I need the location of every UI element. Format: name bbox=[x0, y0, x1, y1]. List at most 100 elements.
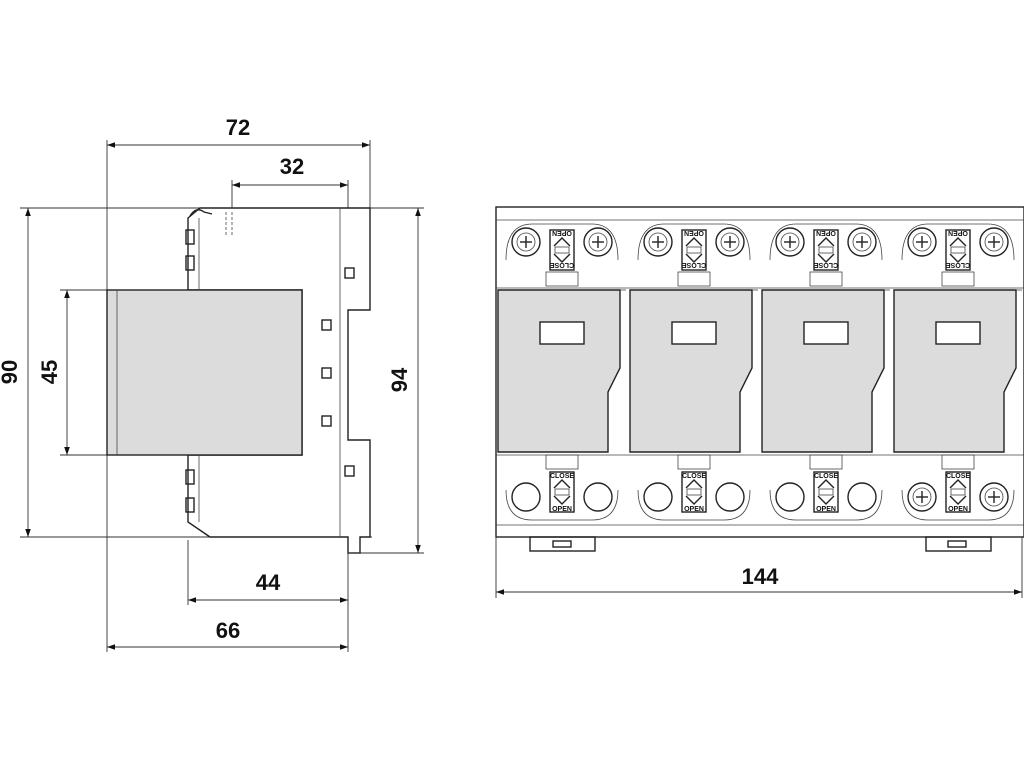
din-clip-left bbox=[529, 536, 596, 552]
module-2-lever-top-arrow-down bbox=[685, 253, 703, 263]
module-2-hole-bottom-right bbox=[715, 482, 745, 512]
module-4-lever-top-bar bbox=[950, 246, 966, 254]
module-3-lever-bottom-mount bbox=[809, 454, 843, 470]
module-2-lever-top-bar bbox=[686, 246, 702, 254]
module-3-lever-bottom-label-open: CLOSE bbox=[814, 473, 838, 480]
module-3-lever-bottom-bar bbox=[818, 488, 834, 496]
module-1-screw-top-left-inner bbox=[516, 232, 536, 252]
module-4-lever-top-label-close: CLOSE bbox=[946, 261, 970, 268]
module-2-cartridge bbox=[629, 289, 753, 453]
dim-text-32: 32 bbox=[280, 154, 304, 179]
module-3-screw-top-right bbox=[847, 227, 877, 257]
module-4-top-arch bbox=[901, 223, 1015, 261]
side-window-2 bbox=[321, 319, 332, 331]
din-clip-right bbox=[925, 536, 992, 552]
module-4-screw-top-right bbox=[979, 227, 1009, 257]
module-4-bottom-arch bbox=[901, 489, 1015, 521]
front-view: OPEN CLOSE CLOSE OPEN OPEN CLOSE CLOSE OPEN OPEN… bbox=[495, 206, 1024, 598]
module-3-lever-top bbox=[813, 229, 839, 271]
module-3-bottom-arch bbox=[769, 489, 883, 521]
module-4-screw-bottom-left-inner bbox=[912, 487, 932, 507]
module-4-indicator-window bbox=[935, 321, 981, 345]
module-2-screw-top-left bbox=[643, 227, 673, 257]
module-3-lever-top-label-open: OPEN bbox=[816, 229, 836, 236]
module-4-screw-top-right-inner bbox=[984, 232, 1004, 252]
module-4-lever-top-arrow-down bbox=[949, 253, 967, 263]
module-1-top-arch bbox=[505, 223, 619, 261]
side-terminal-bottom-1 bbox=[185, 469, 195, 485]
module-4-lever-bottom-label-open: CLOSE bbox=[946, 473, 970, 480]
side-terminal-top-1 bbox=[185, 229, 195, 245]
module-3-screw-top-right-inner bbox=[852, 232, 872, 252]
module-1-lever-top-bar bbox=[554, 246, 570, 254]
module-1-lever-top-mount bbox=[545, 271, 579, 287]
module-4-cartridge bbox=[893, 289, 1017, 453]
dim-text-45: 45 bbox=[37, 360, 62, 384]
module-4-lever-top bbox=[945, 229, 971, 271]
module-2-lever-top bbox=[681, 229, 707, 271]
side-terminal-bottom-2 bbox=[185, 497, 195, 513]
module-2-lever-top-arrow-up bbox=[685, 237, 703, 247]
module-4-lever-bottom-arrow-down bbox=[949, 495, 967, 505]
module-4-lever-bottom-arrow-up bbox=[949, 479, 967, 489]
module-2-screw-top-right bbox=[715, 227, 745, 257]
module-3-lever-bottom-arrow-up bbox=[817, 479, 835, 489]
module-1-lever-bottom-bar bbox=[554, 488, 570, 496]
module-2-top-arch bbox=[637, 223, 751, 261]
module-1-lever-bottom-arrow-down bbox=[553, 495, 571, 505]
module-1-lever-top-arrow-up bbox=[553, 237, 571, 247]
module-1-screw-top-right bbox=[583, 227, 613, 257]
module-2-lever-top-label-close: CLOSE bbox=[682, 261, 706, 268]
side-terminal-top-2 bbox=[185, 255, 195, 271]
side-window-4 bbox=[321, 415, 332, 427]
module-2-bottom-arch bbox=[637, 489, 751, 521]
side-window-3 bbox=[321, 367, 332, 379]
dim-text-44: 44 bbox=[256, 570, 281, 595]
module-2-lever-top-label-open: OPEN bbox=[684, 229, 704, 236]
module-4-screw-bottom-right bbox=[979, 482, 1009, 512]
module-2-lever-bottom-label-open: CLOSE bbox=[682, 473, 706, 480]
dim-text-94: 94 bbox=[387, 367, 412, 392]
module-2-lever-bottom bbox=[681, 471, 707, 513]
dim-text-144: 144 bbox=[742, 564, 779, 589]
din-clip-right-slot bbox=[947, 540, 967, 548]
side-window-1 bbox=[344, 267, 355, 279]
module-3-lever-bottom-label-close: OPEN bbox=[816, 506, 836, 513]
module-4-screw-top-left-inner bbox=[912, 232, 932, 252]
module-1-lever-bottom-label-close: OPEN bbox=[552, 506, 572, 513]
module-2-lever-bottom-label-close: OPEN bbox=[684, 506, 704, 513]
module-1-bottom-arch bbox=[505, 489, 619, 521]
module-3-indicator-window bbox=[803, 321, 849, 345]
module-4-screw-top-left bbox=[907, 227, 937, 257]
side-window-5 bbox=[344, 465, 355, 477]
module-2-screw-top-left-inner bbox=[648, 232, 668, 252]
module-1-cartridge bbox=[497, 289, 621, 453]
module-4-lever-bottom-bar bbox=[950, 488, 966, 496]
module-4-lever-top-label-open: OPEN bbox=[948, 229, 968, 236]
module-3-lever-bottom bbox=[813, 471, 839, 513]
module-3-lever-top-arrow-down bbox=[817, 253, 835, 263]
dim-text-90: 90 bbox=[0, 360, 22, 384]
module-2-hole-bottom-left bbox=[643, 482, 673, 512]
module-4-screw-bottom-right-inner bbox=[984, 487, 1004, 507]
module-1-hole-bottom-left bbox=[511, 482, 541, 512]
module-2-lever-bottom-arrow-up bbox=[685, 479, 703, 489]
din-clip-left-slot bbox=[552, 540, 572, 548]
module-1-lever-bottom bbox=[549, 471, 575, 513]
module-3-cartridge bbox=[761, 289, 885, 453]
module-2-indicator-window bbox=[671, 321, 717, 345]
side-hook bbox=[189, 209, 213, 217]
module-1-lever-top bbox=[549, 229, 575, 271]
module-1-lever-bottom-mount bbox=[545, 454, 579, 470]
module-2-screw-top-right-inner bbox=[720, 232, 740, 252]
module-2-lever-bottom-arrow-down bbox=[685, 495, 703, 505]
dim-text-72: 72 bbox=[226, 115, 250, 140]
module-3-hole-bottom-left bbox=[775, 482, 805, 512]
module-3-top-arch bbox=[769, 223, 883, 261]
module-1-lever-bottom-label-open: CLOSE bbox=[550, 473, 574, 480]
module-3-lever-bottom-arrow-down bbox=[817, 495, 835, 505]
module-4-lever-top-arrow-up bbox=[949, 237, 967, 247]
module-1-indicator-window bbox=[539, 321, 585, 345]
module-1-screw-top-left bbox=[511, 227, 541, 257]
